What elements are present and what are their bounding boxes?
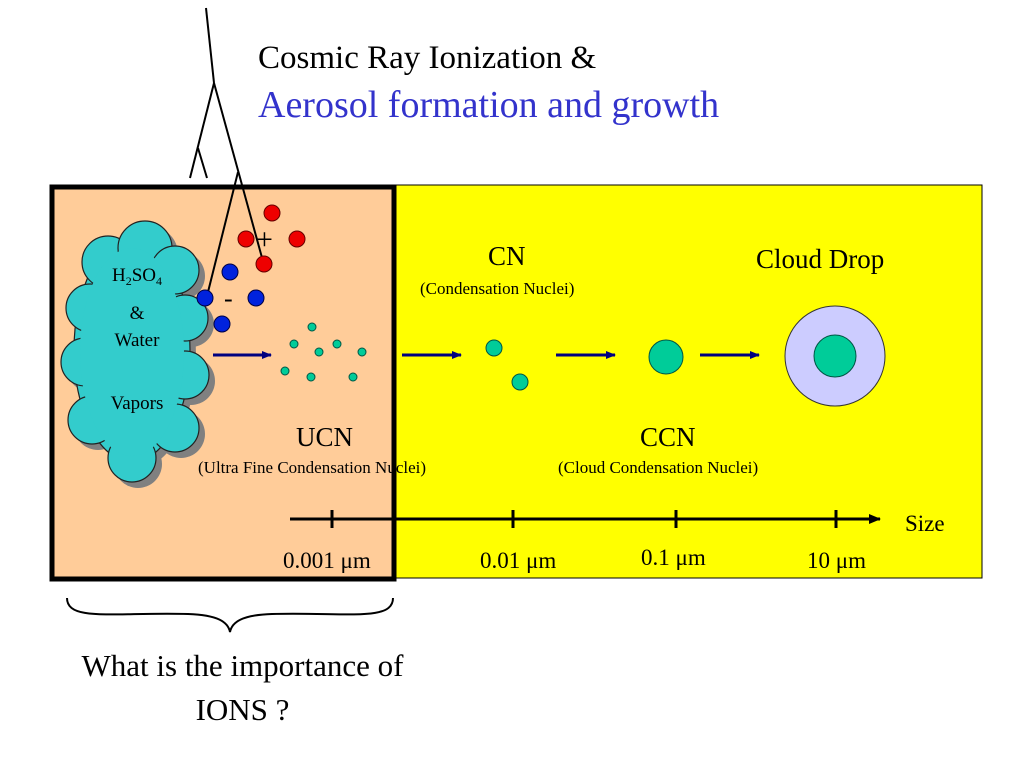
- ucn-particle: [307, 322, 317, 332]
- ucn-particles: [280, 322, 367, 382]
- cloud-label-water: Water: [114, 330, 160, 351]
- ccn-particle: [648, 339, 684, 375]
- cloud-drop-core: [813, 334, 857, 378]
- positive-ion: [237, 230, 255, 248]
- ucn-particle: [357, 347, 367, 357]
- ucn-label: UCN: [296, 422, 354, 452]
- negative-ion: [196, 289, 214, 307]
- title-line-1: Cosmic Ray Ionization &: [258, 40, 597, 76]
- cn-full-name: (Condensation Nuclei): [420, 279, 575, 298]
- subscript-2: 2: [125, 274, 132, 288]
- ccn-full-name: (Cloud Condensation Nuclei): [558, 458, 759, 477]
- title-line-2: Aerosol formation and growth: [258, 84, 720, 126]
- cn-particles: [485, 339, 529, 391]
- negative-ion: [247, 289, 265, 307]
- cn-particle: [511, 373, 529, 391]
- cn-label: CN: [488, 241, 526, 271]
- question-line-2: IONS ?: [195, 692, 290, 727]
- question-line-1: What is the importance of: [81, 648, 404, 683]
- cloud-label-h2so4: H2SO4: [92, 266, 182, 287]
- vapor-cloud-core: [80, 248, 184, 456]
- cloud-label-vapors: Vapors: [110, 393, 164, 414]
- cn-particle: [485, 339, 503, 357]
- minus-sign: -: [224, 284, 233, 313]
- subscript-4: 4: [156, 274, 163, 288]
- ucn-particle: [348, 372, 358, 382]
- axis-tick-001: 0.01 μm: [480, 548, 557, 573]
- cloud-label-ampersand: &: [129, 303, 145, 324]
- axis-tick-01: 0.1 μm: [641, 545, 706, 570]
- ucn-particle: [332, 339, 342, 349]
- ccn-label: CCN: [640, 422, 696, 452]
- size-axis: [290, 510, 881, 528]
- curly-brace: [66, 597, 394, 633]
- positive-ion: [263, 204, 281, 222]
- axis-label-size: Size: [905, 511, 945, 536]
- cosmic-ray-track: [189, 7, 265, 301]
- negative-ion: [221, 263, 239, 281]
- h-text: H: [111, 265, 126, 286]
- ucn-particle: [306, 372, 316, 382]
- cloud-drop-label: Cloud Drop: [756, 244, 885, 274]
- positive-ion: [255, 255, 273, 273]
- so-text: SO: [131, 265, 157, 286]
- ucn-full-name: (Ultra Fine Condensation Nuclei): [198, 458, 427, 477]
- axis-tick-0001: 0.001 μm: [283, 548, 371, 573]
- negative-ions: [196, 263, 265, 333]
- ucn-particle: [314, 347, 324, 357]
- cloud-drop: [784, 305, 886, 407]
- positive-ions: [237, 204, 306, 273]
- axis-tick-10: 10 μm: [807, 548, 866, 573]
- ucn-particle: [289, 339, 299, 349]
- ucn-particle: [280, 366, 290, 376]
- plus-sign: +: [256, 223, 273, 256]
- positive-ion: [288, 230, 306, 248]
- negative-ion: [213, 315, 231, 333]
- vapor-cloud: [60, 220, 215, 488]
